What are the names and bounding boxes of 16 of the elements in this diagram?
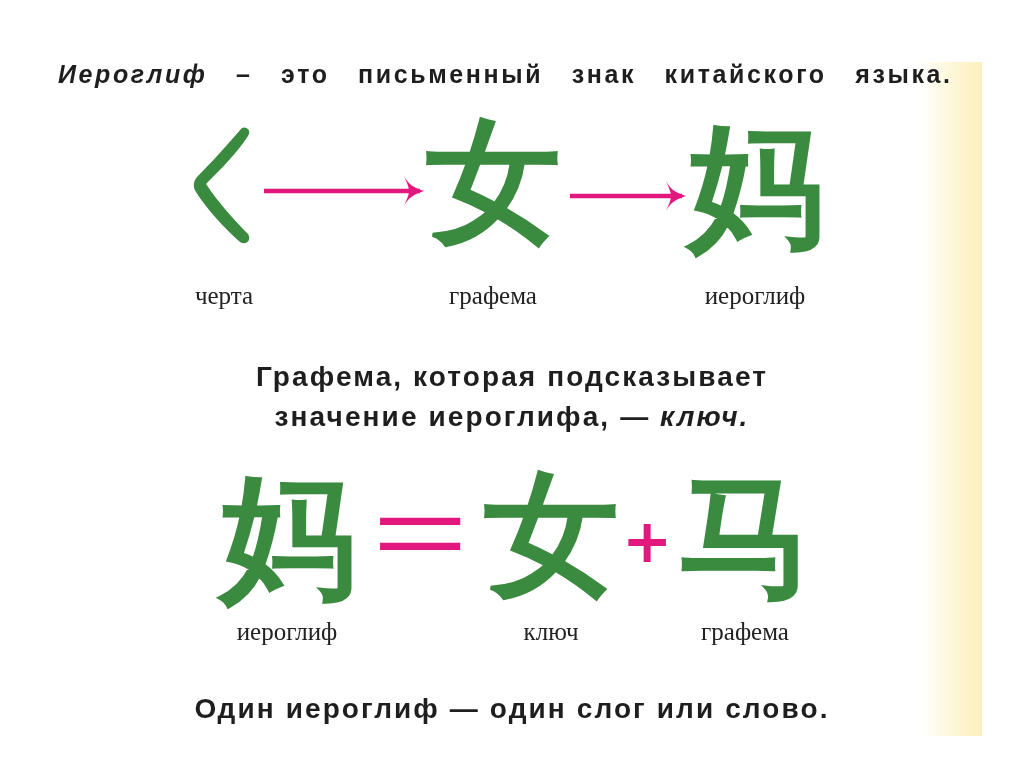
- definition-text: Графема, которая подсказывает значение иероглифа, — ключ.: [254, 360, 770, 434]
- node-label: иероглиф: [704, 282, 806, 310]
- chinese-character: 妈: [684, 115, 826, 257]
- node-label: черта: [194, 282, 254, 310]
- chinese-character: 女: [422, 110, 564, 252]
- node-label: ключ: [523, 618, 579, 646]
- node-label: графема: [701, 618, 789, 646]
- plus-sign: +: [622, 511, 673, 571]
- summary-text: Один иероглиф — один слог или слово.: [193, 692, 831, 726]
- chinese-character: 马: [674, 466, 816, 608]
- equals-sign: =: [372, 482, 469, 582]
- chinese-character: 妈: [216, 466, 358, 608]
- chinese-character: 女: [480, 463, 622, 605]
- title: Иероглиф – это письменный знак китайского языка.: [58, 59, 953, 89]
- node-label: иероглиф: [236, 618, 338, 646]
- node-label: графема: [449, 282, 537, 310]
